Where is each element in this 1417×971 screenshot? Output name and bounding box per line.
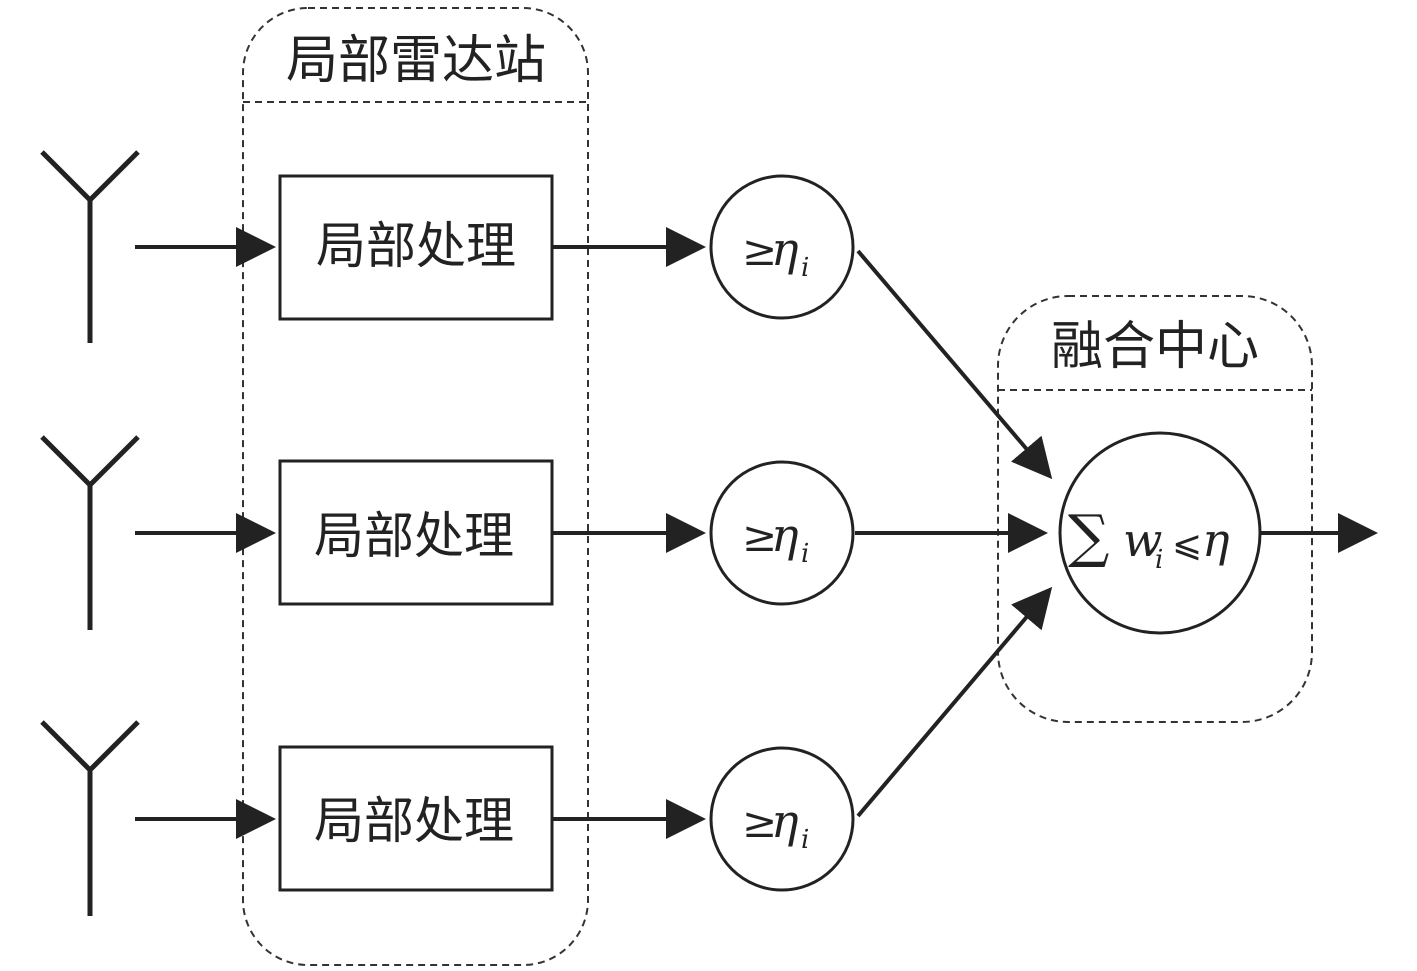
threshold-subscript: i: [801, 253, 809, 283]
local-processing-box: [278, 745, 554, 892]
fusion-node-group: ∑ w i ⩽ η: [1058, 431, 1378, 635]
threshold-symbol: ≥: [742, 512, 777, 561]
local-processing-label: 局部处理: [314, 792, 514, 850]
fusion-rule-label: ∑ w i ⩽ η: [1068, 502, 1230, 575]
threshold-detector-node: [709, 174, 855, 320]
threshold-variable: η: [771, 508, 799, 562]
threshold-variable: η: [771, 794, 799, 848]
local-radar-station-title: 局部雷达站: [286, 31, 546, 91]
branch-1: 局部处理 ≥ η i: [40, 150, 1053, 480]
local-processing-box: [278, 459, 554, 606]
threshold-symbol: ≥: [742, 798, 777, 847]
threshold-label: ≥ η i: [742, 794, 809, 855]
threshold-symbol: ≥: [742, 226, 777, 275]
threshold-detector-node: [709, 460, 855, 606]
fusion-relation: ⩽: [1172, 524, 1202, 565]
antenna-icon: [40, 720, 140, 916]
threshold-subscript: i: [801, 539, 809, 569]
decision-arrow: [856, 586, 1053, 818]
decision-arrow: [856, 249, 1053, 480]
antenna-icon: [40, 435, 140, 630]
fusion-weight: w: [1123, 513, 1162, 567]
threshold-detector-node: [709, 746, 855, 892]
branch-3: 局部处理 ≥ η i: [40, 586, 1053, 916]
threshold-variable: η: [771, 222, 799, 276]
fusion-weight-subscript: i: [1155, 545, 1163, 575]
antenna-icon: [40, 150, 140, 343]
local-radar-station-group: 局部雷达站: [242, 7, 589, 966]
fusion-center-group: 融合中心: [997, 295, 1313, 723]
fusion-sum-symbol: ∑: [1068, 502, 1109, 570]
local-processing-label: 局部处理: [316, 217, 516, 275]
local-processing-label: 局部处理: [314, 507, 514, 565]
threshold-label: ≥ η i: [742, 222, 809, 283]
branch-2: 局部处理 ≥ η i: [40, 435, 1048, 630]
threshold-subscript: i: [801, 825, 809, 855]
threshold-label: ≥ η i: [742, 508, 809, 569]
fusion-threshold: η: [1202, 513, 1230, 567]
fusion-center-title: 融合中心: [1051, 317, 1259, 377]
